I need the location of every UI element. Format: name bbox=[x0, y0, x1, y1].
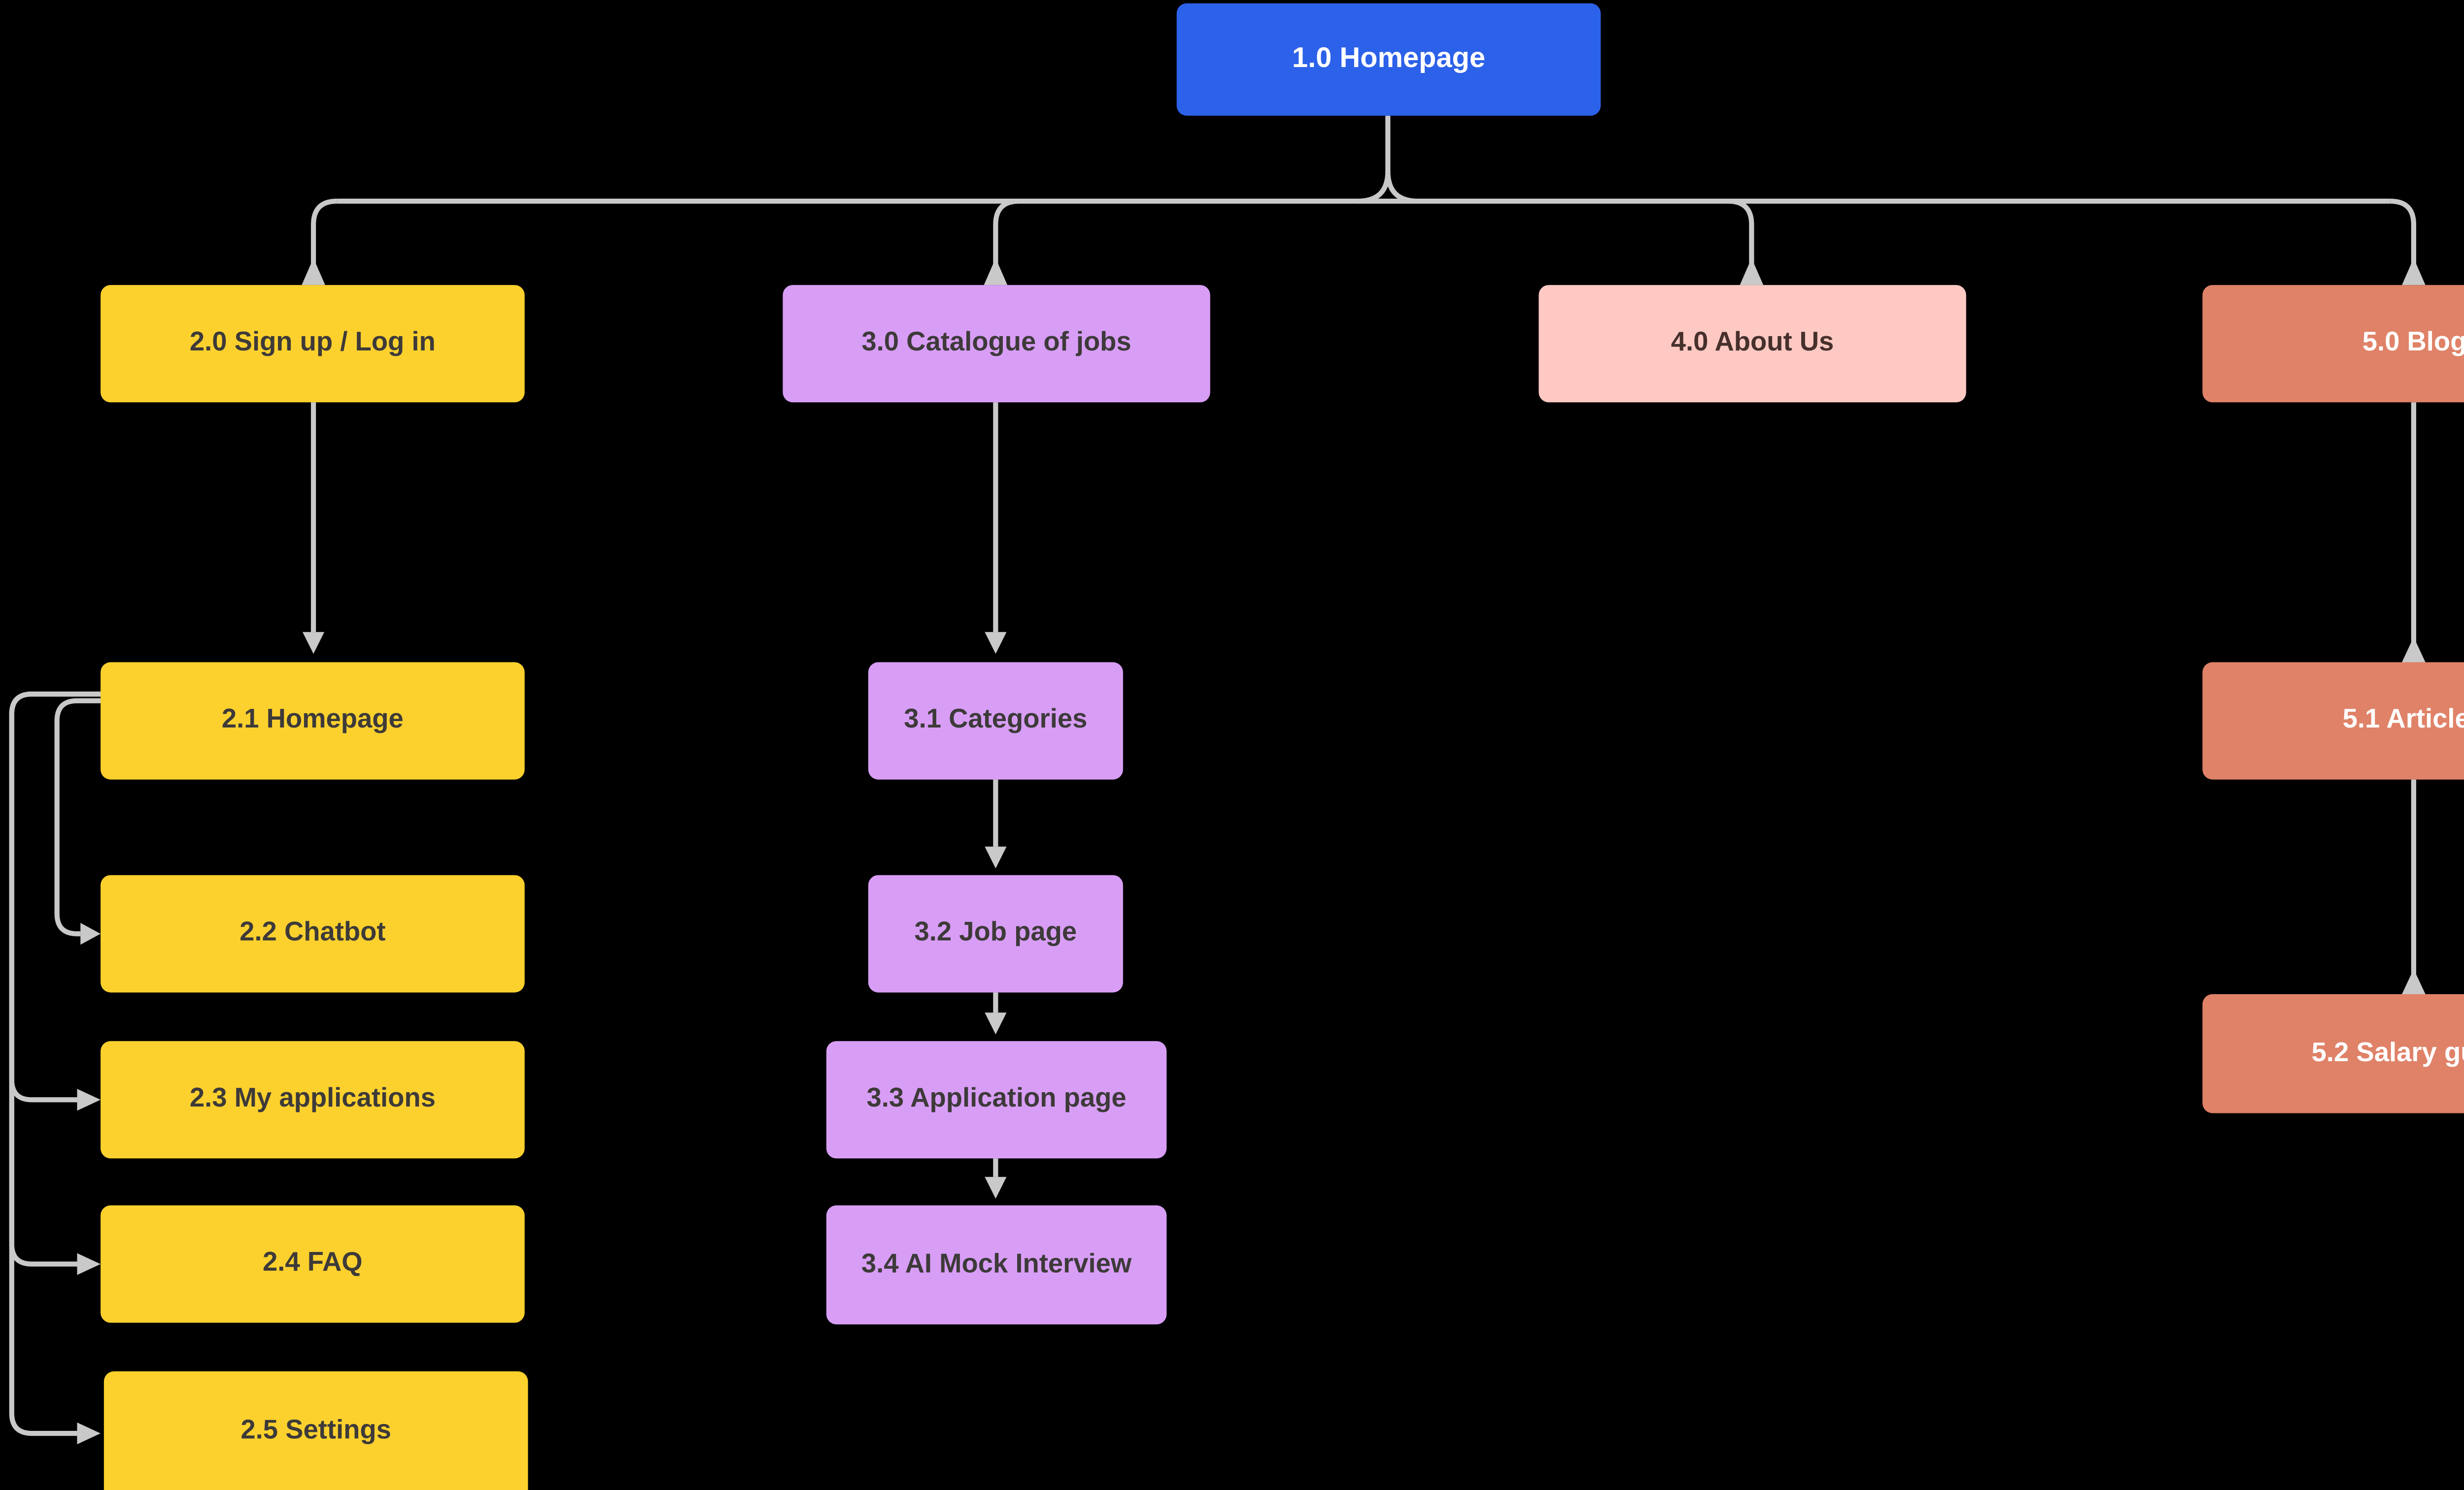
node-2-4-faq[interactable]: 2.4 FAQ bbox=[101, 1205, 525, 1323]
funnel-into-4-0 bbox=[1740, 258, 1764, 285]
node-label: 5.1 Articles bbox=[2342, 706, 2464, 735]
node-label: 3.3 Application page bbox=[866, 1085, 1127, 1114]
node-label: 2.5 Settings bbox=[240, 1416, 391, 1445]
node-label: 1.0 Homepage bbox=[1292, 42, 1485, 74]
node-1-0-homepage[interactable]: 1.0 Homepage bbox=[1176, 3, 1601, 116]
node-label: 5.0 Blog bbox=[2362, 329, 2464, 358]
node-label: 3.0 Catalogue of jobs bbox=[861, 329, 1131, 358]
edge-3-2-to-3-3 bbox=[985, 992, 1007, 1035]
edge-3-1-to-3-2 bbox=[985, 779, 1007, 868]
node-2-5-settings[interactable]: 2.5 Settings bbox=[103, 1371, 528, 1490]
node-5-1-articles[interactable]: 5.1 Articles bbox=[2202, 662, 2464, 780]
node-3-1-categories[interactable]: 3.1 Categories bbox=[868, 662, 1123, 780]
edge-3-0-to-3-1 bbox=[985, 402, 1007, 654]
edge-root-trunk bbox=[302, 115, 2426, 285]
node-3-4-ai-mock-interview[interactable]: 3.4 AI Mock Interview bbox=[826, 1205, 1167, 1325]
node-3-3-application-page[interactable]: 3.3 Application page bbox=[826, 1041, 1167, 1159]
node-3-2-job-page[interactable]: 3.2 Job page bbox=[868, 875, 1123, 993]
node-label: 2.2 Chatbot bbox=[240, 919, 386, 948]
node-3-0-catalogue-of-jobs[interactable]: 3.0 Catalogue of jobs bbox=[783, 285, 1210, 403]
edge-5-1-to-5-2 bbox=[2402, 779, 2426, 994]
edge-2-0-to-2-1 bbox=[302, 402, 325, 654]
node-label: 4.0 About Us bbox=[1671, 329, 1834, 358]
node-label: 2.0 Sign up / Log in bbox=[189, 329, 436, 358]
node-5-2-salary-guide[interactable]: 5.2 Salary guide bbox=[2202, 994, 2464, 1113]
node-2-3-my-applications[interactable]: 2.3 My applications bbox=[101, 1041, 525, 1159]
funnel-into-3-0 bbox=[984, 258, 1008, 285]
funnel-into-5-0 bbox=[2402, 258, 2426, 285]
node-2-2-chatbot[interactable]: 2.2 Chatbot bbox=[101, 875, 525, 993]
funnel-into-2-0 bbox=[302, 258, 325, 285]
node-2-1-homepage[interactable]: 2.1 Homepage bbox=[101, 662, 525, 780]
node-2-0-signup-login[interactable]: 2.0 Sign up / Log in bbox=[101, 285, 525, 403]
node-label: 2.1 Homepage bbox=[221, 706, 404, 735]
node-4-0-about-us[interactable]: 4.0 About Us bbox=[1539, 285, 1966, 403]
edge-5-0-to-5-1 bbox=[2402, 402, 2426, 662]
edge-2-1-to-2-5 bbox=[9, 692, 101, 1445]
node-label: 2.3 My applications bbox=[189, 1085, 436, 1114]
node-label: 3.2 Job page bbox=[914, 919, 1077, 948]
node-label: 2.4 FAQ bbox=[262, 1249, 363, 1279]
edge-2-1-to-2-2 bbox=[54, 698, 101, 945]
edge-3-3-to-3-4 bbox=[985, 1158, 1007, 1199]
node-label: 5.2 Salary guide bbox=[2311, 1039, 2464, 1068]
node-5-0-blog[interactable]: 5.0 Blog bbox=[2202, 285, 2464, 403]
node-label: 3.1 Categories bbox=[904, 706, 1088, 735]
node-label: 3.4 AI Mock Interview bbox=[861, 1250, 1132, 1279]
